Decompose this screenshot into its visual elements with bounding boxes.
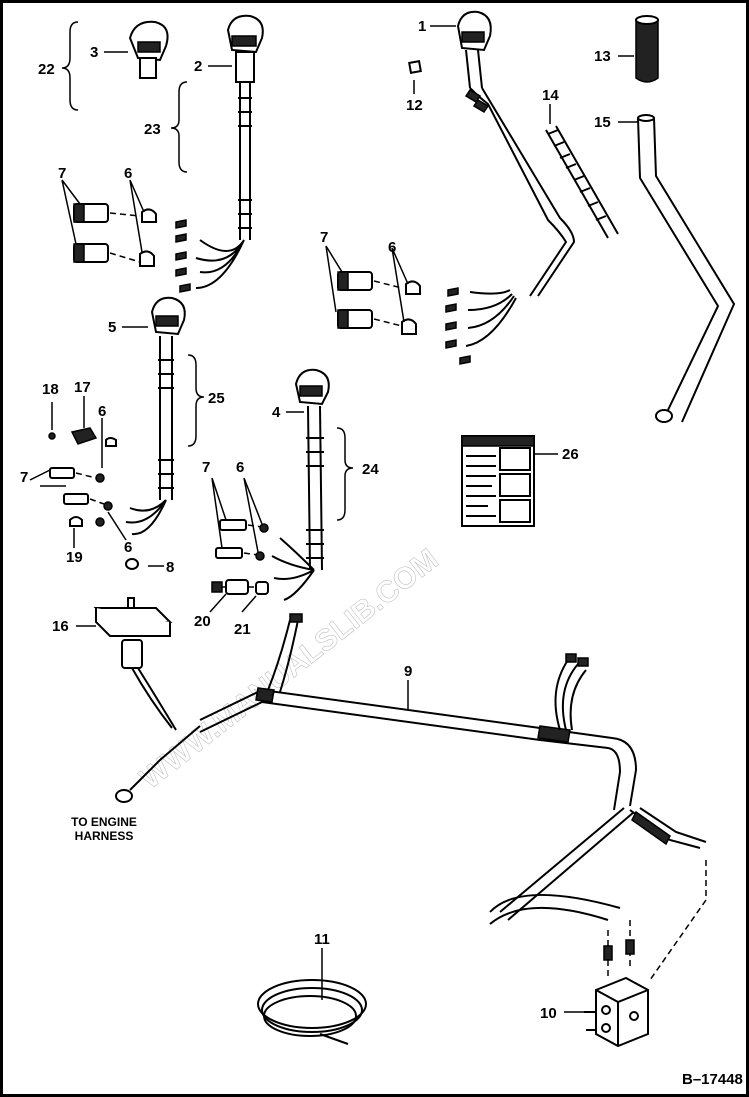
label-22: 22 <box>38 61 55 78</box>
label-20: 20 <box>194 613 211 630</box>
parts-middle-column <box>211 519 269 595</box>
part-12 <box>408 60 422 74</box>
label-14: 14 <box>542 87 559 104</box>
valve-10 <box>584 860 707 1048</box>
bracket-25 <box>187 354 205 447</box>
label-8: 8 <box>166 559 174 576</box>
handle-4-assembly <box>271 368 330 601</box>
bracket-22 <box>61 21 79 111</box>
lever-15 <box>637 114 736 423</box>
label-6-middle: 6 <box>388 239 396 256</box>
handle-1-assembly <box>445 10 576 365</box>
label-10: 10 <box>540 1005 557 1022</box>
part-labels: 1 2 3 4 5 6 6 6 6 6 7 7 7 7 8 9 10 11 12… <box>20 18 743 1088</box>
label-26: 26 <box>562 446 579 463</box>
figure-id: B–17448 <box>682 1071 743 1088</box>
label-7-middle: 7 <box>320 229 328 246</box>
label-23: 23 <box>144 121 161 138</box>
label-25: 25 <box>208 390 225 407</box>
label-18: 18 <box>42 381 59 398</box>
hose-11 <box>257 979 367 1045</box>
label-12: 12 <box>406 97 423 114</box>
label-7-left: 7 <box>20 469 28 486</box>
label-7-center: 7 <box>202 459 210 476</box>
parts-left-column <box>48 427 177 731</box>
handle-5-assembly <box>125 296 186 536</box>
leader-lines <box>29 25 638 1013</box>
label-7-upper: 7 <box>58 165 66 182</box>
handle-2-assembly <box>175 14 264 293</box>
harness-9 <box>115 613 707 925</box>
svg-text:WWW.MANUALSLIB.COM: WWW.MANUALSLIB.COM <box>134 543 445 796</box>
label-1: 1 <box>418 18 426 35</box>
grip-13 <box>635 15 659 83</box>
label-13: 13 <box>594 48 611 65</box>
bracket-24 <box>336 427 354 521</box>
label-5: 5 <box>108 319 116 336</box>
connectors-middle-right <box>325 245 421 335</box>
label-3: 3 <box>90 44 98 61</box>
label-24: 24 <box>362 461 379 478</box>
label-6-lower: 6 <box>124 539 132 556</box>
label-6-center: 6 <box>236 459 244 476</box>
engine-note-line2: HARNESS <box>75 829 134 843</box>
label-15: 15 <box>594 114 611 131</box>
label-21: 21 <box>234 621 251 638</box>
label-17: 17 <box>74 379 91 396</box>
label-11: 11 <box>314 931 330 948</box>
label-6-upper: 6 <box>124 165 132 182</box>
watermark: WWW.MANUALSLIB.COM <box>134 542 445 796</box>
decal-26 <box>461 435 535 527</box>
connectors-upper-left <box>61 179 157 267</box>
handle-3 <box>128 20 169 79</box>
label-4: 4 <box>272 404 281 421</box>
label-2: 2 <box>194 58 202 75</box>
bracket-23 <box>170 81 188 173</box>
label-16: 16 <box>52 618 69 635</box>
engine-note-line1: TO ENGINE <box>71 815 137 829</box>
label-19: 19 <box>66 549 83 566</box>
rod-14 <box>545 125 619 239</box>
label-9: 9 <box>404 663 412 680</box>
label-6-left: 6 <box>98 403 106 420</box>
